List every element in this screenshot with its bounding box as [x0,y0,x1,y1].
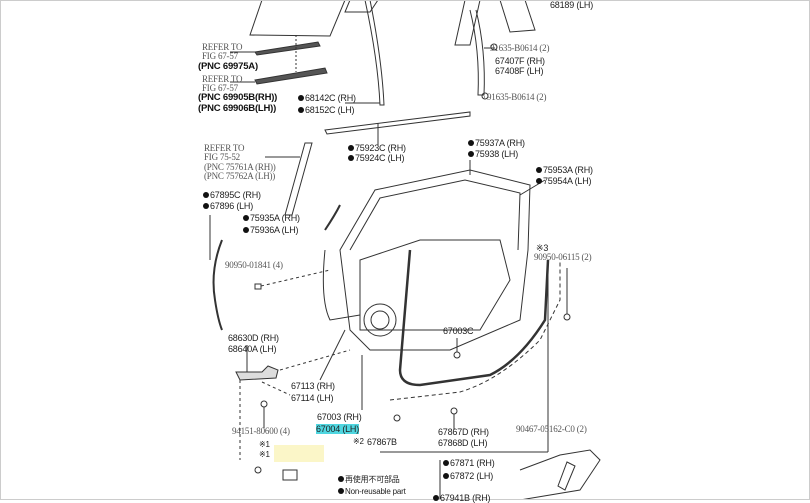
quarter-window [499,0,536,33]
note-highlight [274,445,324,462]
part-67867d: 67867D (RH) [438,427,489,437]
part-67408f: 67408F (LH) [495,66,544,76]
part-67868d: 67868D (LH) [438,438,488,448]
part-68630d: 68630D (RH) [228,333,279,343]
part-75953a: 75953A (RH) [536,165,593,175]
part-91635-b0614-upper: 91635-B0614 (2) [490,43,550,53]
part-67003c: 67003C [443,326,474,336]
note-1a: ※1 [259,440,270,449]
part-68152c: 68152C (LH) [298,105,355,115]
pnc-69906b: (PNC 69906B(LH)) [198,103,277,114]
refer-to-3: REFER TO [204,143,245,153]
part-68640a: 68640A (LH) [228,344,277,354]
part-90467-05162-c0: 90467-05162-C0 (2) [516,424,587,434]
part-67941b: 67941B (RH) [433,493,491,503]
part-75937a: 75937A (RH) [468,138,525,148]
part-94151-80600: 94151-80600 (4) [232,426,290,436]
run-channel [364,0,385,106]
part-67004-highlighted[interactable]: 67004 (LH) [316,424,360,434]
part-75954a: 75954A (LH) [536,176,592,186]
part-75924c: 75924C (LH) [348,153,405,163]
part-67872: 67872 (LH) [443,471,493,481]
part-90950-01841: 90950-01841 (4) [225,260,283,270]
part-75938: 75938 (LH) [468,149,518,159]
clip-90950 [254,283,262,290]
part-75935a: 75935A (RH) [243,213,300,223]
part-75923c: 75923C (RH) [348,143,406,153]
part-75936a: 75936A (LH) [243,225,299,235]
door-weatherstrip [398,249,550,387]
pnc-75761a: (PNC 75761A (RH)) [204,162,276,172]
belt-molding-outer [254,41,321,56]
pnc-75762a: (PNC 75762A (LH)) [204,171,276,181]
part-91635-b0614-lower: 91635-B0614 (2) [487,92,547,102]
legend-non-reusable-en: Non-reusable part [338,487,406,497]
refer-to-2: REFER TO [202,74,243,84]
note-2: ※2 [353,437,364,446]
part-68142c: 68142C (RH) [298,93,356,103]
quarter-glass [344,0,379,13]
fig-ref-2: FIG 67-57 [202,83,238,93]
part-67113: 67113 (RH) [291,381,335,391]
part-67114: 67114 (LH) [291,393,334,403]
division-bar [469,9,485,96]
note-1b: ※1 [259,450,270,459]
clip-part [282,469,298,481]
pnc-69905b: (PNC 69905B(RH)) [198,92,278,103]
speaker-hole [363,303,397,337]
part-67871: 67871 (RH) [443,458,495,468]
part-67896: 67896 (LH) [203,201,253,211]
part-67003: 67003 (RH) [317,412,362,422]
part-67407f: 67407F (RH) [495,56,545,66]
service-hole-cover [519,449,601,500]
door-glass [249,0,346,37]
weatherstrip-left [212,239,223,331]
part-67867b: 67867B [367,437,397,447]
window-frame-molding [324,111,471,135]
fig-ref-1: FIG 67-57 [202,51,238,61]
door-panel [339,169,531,351]
belt-molding-inner [254,67,328,85]
legend-non-reusable-jp: 再使用不可部品 [338,475,400,485]
fig-ref-3: FIG 75-52 [204,152,240,162]
pnc-69975a: (PNC 69975A) [198,61,258,72]
part-90950-06115: 90950-06115 (2) [534,252,592,262]
note-3: ※3 [536,243,549,253]
part-68189: 68189 (LH) [550,0,594,10]
part-67895c: 67895C (RH) [203,190,261,200]
refer-to-1: REFER TO [202,42,243,52]
door-inner-frame [359,239,511,331]
